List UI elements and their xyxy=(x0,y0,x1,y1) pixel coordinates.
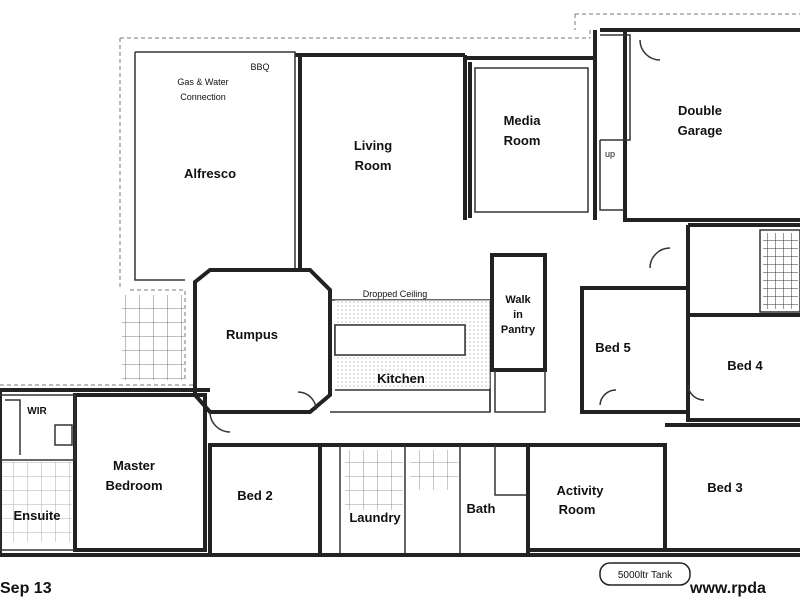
room-label-activity-2: Room xyxy=(559,502,596,517)
annotation-gas-2: Connection xyxy=(180,92,226,102)
paving-tiles xyxy=(122,295,184,380)
room-label-living-1: Living xyxy=(354,138,392,153)
footer-url: www.rpda xyxy=(689,580,766,597)
annotation-dropped-ceiling: Dropped Ceiling xyxy=(363,289,428,299)
annotation-bbq: BBQ xyxy=(250,62,269,72)
room-label-activity-1: Activity xyxy=(557,483,605,498)
room-label-master-2: Bedroom xyxy=(105,478,162,493)
room-label-pantry-2: in xyxy=(513,309,523,321)
room-label-bed4: Bed 4 xyxy=(727,358,763,373)
eave-outline xyxy=(0,13,800,386)
stair-grid xyxy=(763,233,798,309)
room-label-bed3: Bed 3 xyxy=(707,480,742,495)
room-label-media-1: Media xyxy=(504,113,542,128)
wc-tiles xyxy=(410,450,458,490)
room-label-ensuite: Ensuite xyxy=(14,508,61,523)
water-tank xyxy=(599,562,691,586)
room-label-laundry: Laundry xyxy=(349,510,401,525)
room-label-rumpus: Rumpus xyxy=(226,327,278,342)
room-label-bed5: Bed 5 xyxy=(595,340,630,355)
door-swings xyxy=(209,39,705,433)
footer-date: Sep 13 xyxy=(0,580,52,597)
room-label-bath: Bath xyxy=(467,501,496,516)
room-label-kitchen: Kitchen xyxy=(377,371,425,386)
annotation-gas-1: Gas & Water xyxy=(177,77,228,87)
room-label-wir: WIR xyxy=(27,406,47,417)
room-label-pantry-3: Pantry xyxy=(501,324,536,336)
room-label-garage-1: Double xyxy=(678,103,722,118)
annotation-up: up xyxy=(605,149,615,159)
room-label-master-1: Master xyxy=(113,458,155,473)
room-label-alfresco: Alfresco xyxy=(184,166,236,181)
kitchen-island xyxy=(334,324,466,356)
room-label-media-2: Room xyxy=(504,133,541,148)
walls xyxy=(0,28,800,557)
room-label-garage-2: Garage xyxy=(678,123,723,138)
laundry-tiles xyxy=(345,450,403,510)
room-label-living-2: Room xyxy=(355,158,392,173)
room-label-bed2: Bed 2 xyxy=(237,488,272,503)
annotation-tank: 5000ltr Tank xyxy=(618,570,673,581)
ensuite-tiles xyxy=(2,462,72,542)
room-label-pantry-1: Walk xyxy=(505,294,531,306)
